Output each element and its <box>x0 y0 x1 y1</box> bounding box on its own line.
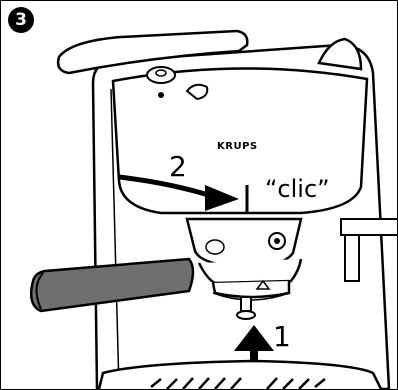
steam-pipe <box>341 219 397 235</box>
holder-knob-center <box>274 238 280 244</box>
steam-nozzle <box>345 235 359 281</box>
spout <box>241 297 251 311</box>
basket <box>213 281 289 297</box>
step-2-label: 2 <box>169 153 187 181</box>
step-badge: 3 <box>8 7 34 33</box>
clic-label: “clic” <box>265 177 330 201</box>
lid-cap <box>319 39 361 69</box>
spout-tip <box>237 311 255 319</box>
step-1-label: 1 <box>273 323 291 351</box>
button-left-center <box>156 70 166 76</box>
basket-rim <box>199 259 301 283</box>
holder-hole <box>206 240 224 254</box>
indicator-dot <box>158 92 164 98</box>
brand-label: KRUPS <box>217 141 258 152</box>
